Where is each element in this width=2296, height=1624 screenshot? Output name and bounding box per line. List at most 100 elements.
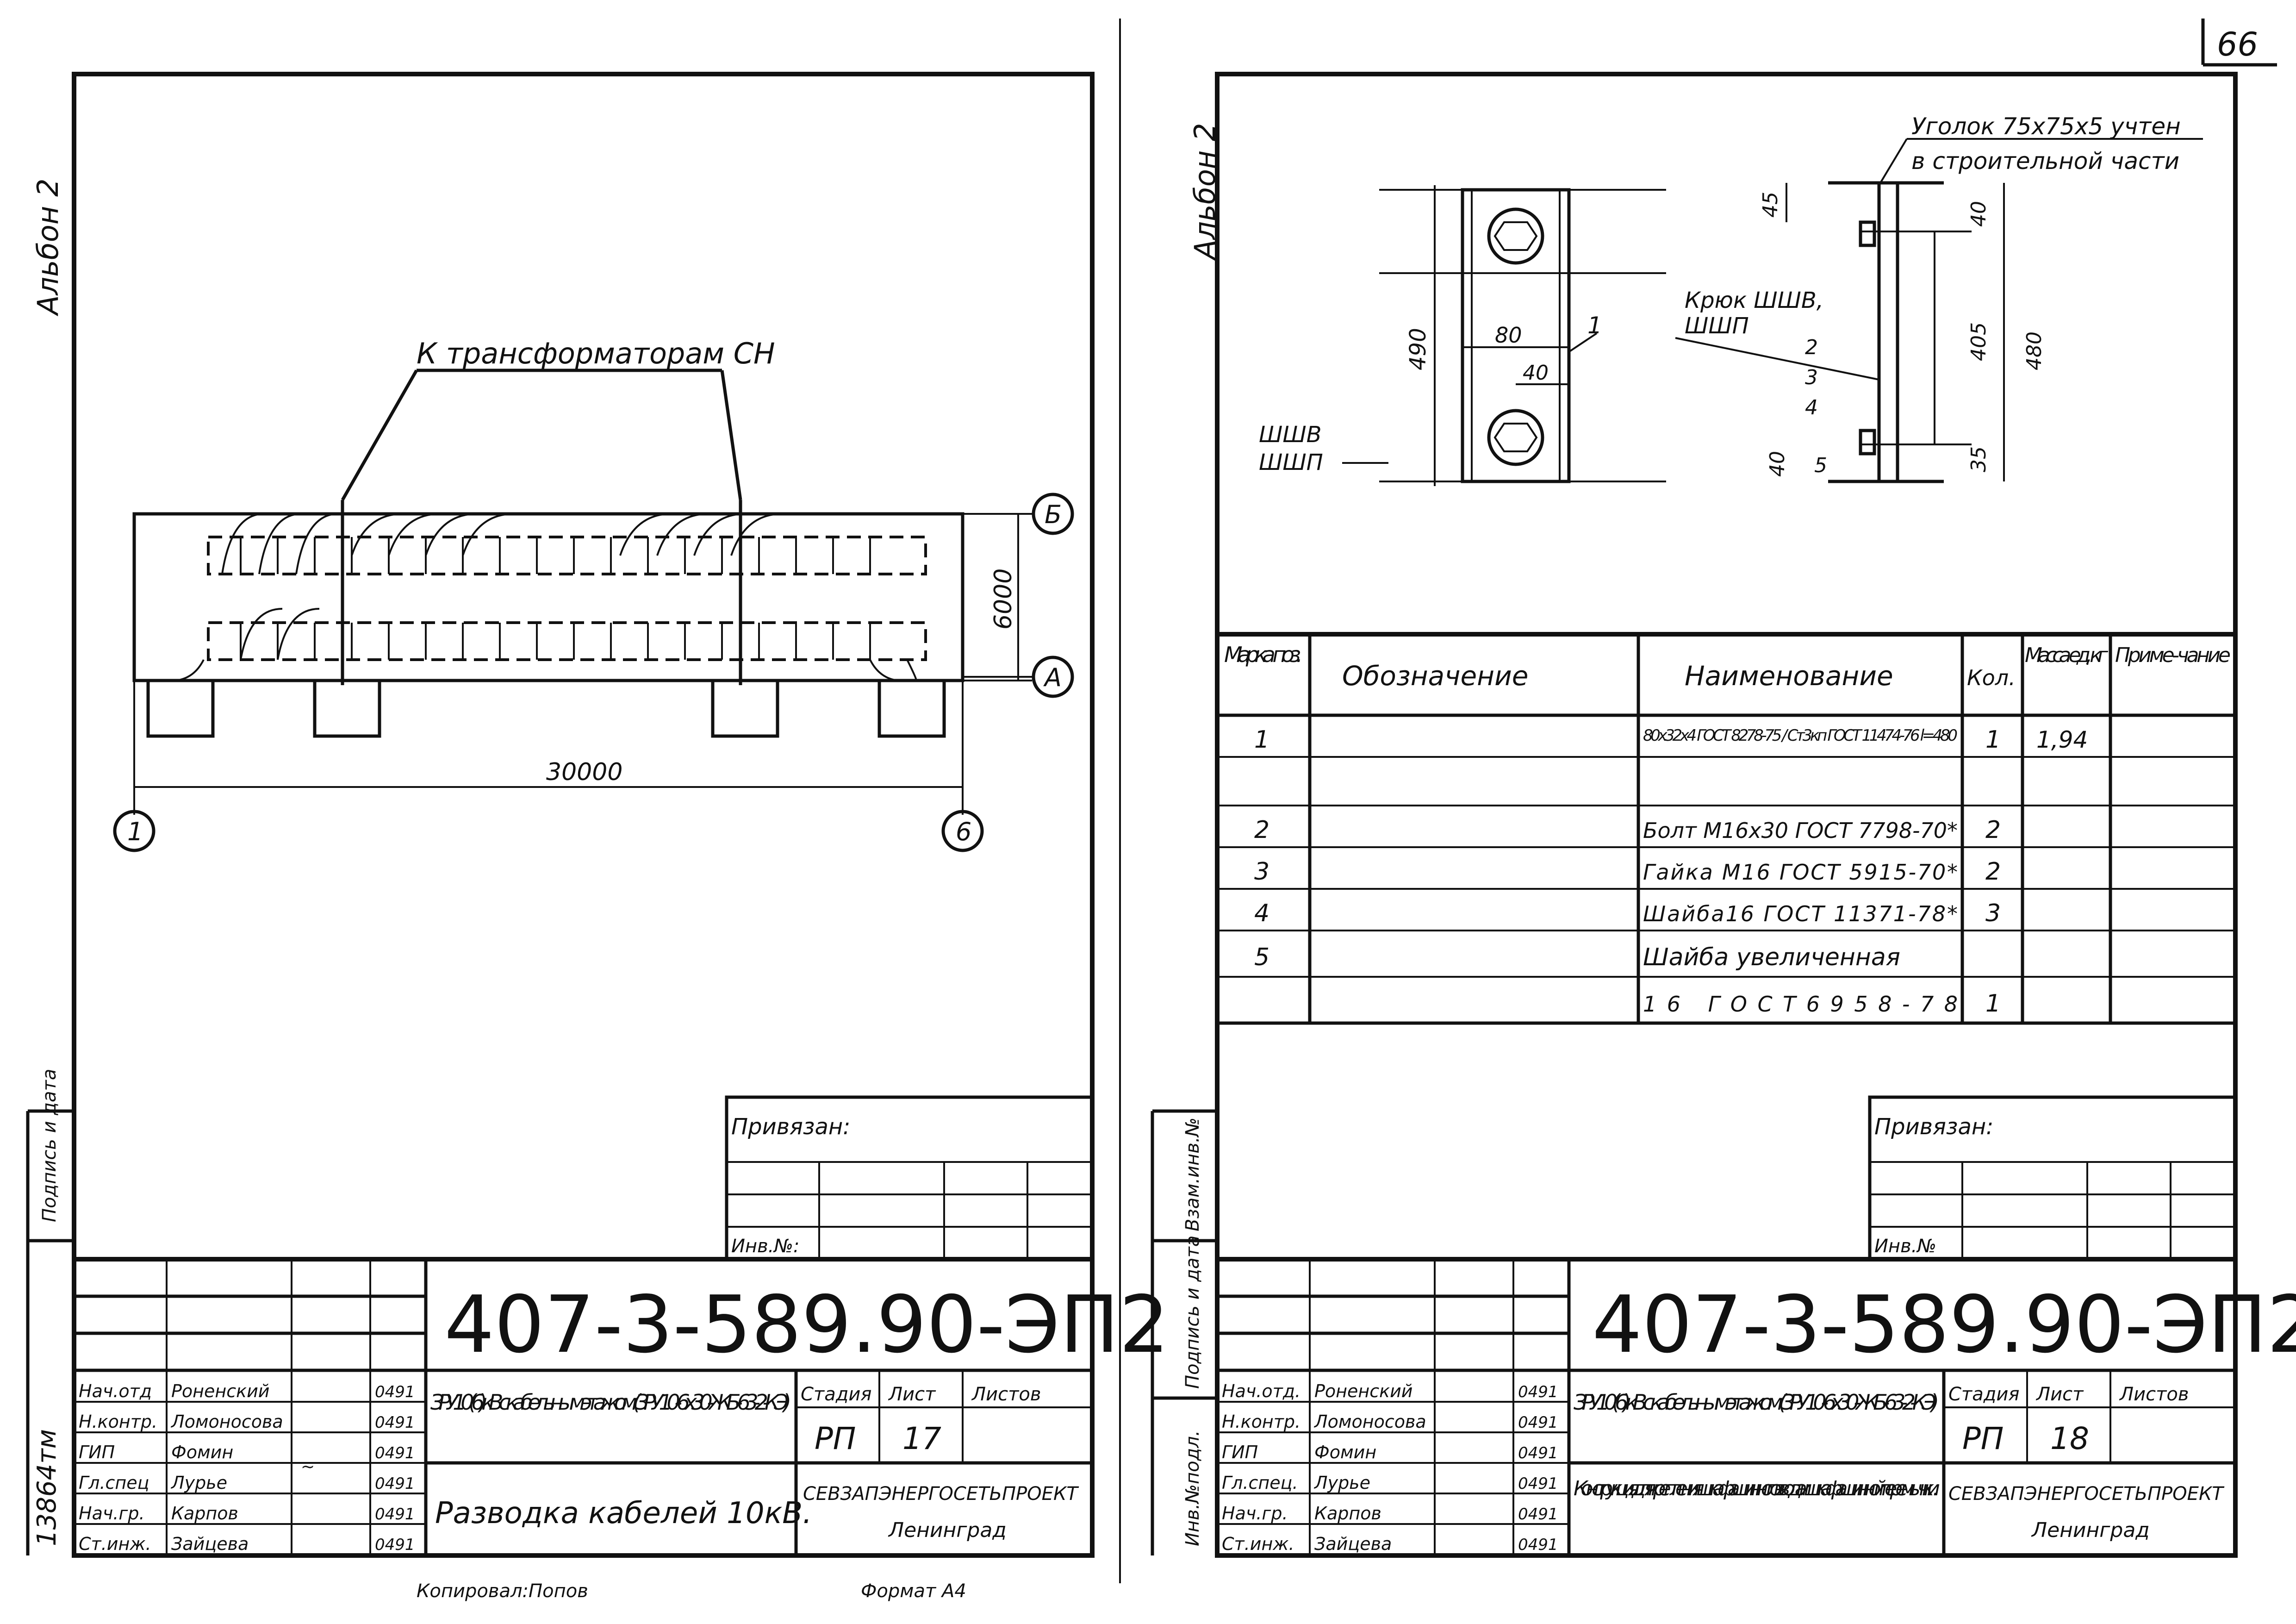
footer-right: Формат А4 [861, 1580, 966, 1602]
detail-side-view: 45 40 405 480 40 35 Уголок 75х75х5 учтен… [1675, 113, 2203, 483]
staff-date: 0491 [375, 1444, 415, 1462]
spec-table: Марка поз. Обозначение Наименование Кол.… [1217, 632, 2235, 1025]
hook-label-1: Крюк ШШВ, [1685, 287, 1823, 313]
bound-label: Привязан: [731, 1114, 850, 1140]
dim-40a: 40 [1523, 361, 1549, 385]
sheet-title: Разводка кабелей 10кВ. [435, 1496, 812, 1530]
staff-date: 0491 [1518, 1474, 1558, 1493]
spec-name: Шайба16 ГОСТ 11371-78* [1643, 901, 1958, 926]
spec-qty: 2 [1985, 816, 2001, 844]
spec-qty: 3 [1985, 899, 2001, 927]
staff-name: Карпов [1314, 1503, 1381, 1524]
spec-qty: 1 [1985, 726, 2001, 754]
org-name: СЕВЗАПЭНЕРГОСЕТЬПРОЕКТ [1948, 1483, 2225, 1505]
spec-name: 16 ГОСТ6958-78 [1643, 992, 1958, 1017]
spec-header: Масса ед, кг [2025, 643, 2109, 667]
sheets-label: Листов [2119, 1384, 2189, 1405]
staff-name: Лурье [170, 1473, 227, 1493]
spec-pos: 5 [1254, 943, 1269, 971]
left-title-block: Привязан: Инв.№: 407-3-589.90-ЭП2 [74, 1095, 1169, 1555]
spec-pos: 3 [1254, 858, 1269, 886]
hook-label-2: ШШП [1685, 313, 1749, 339]
staff-date: 0491 [375, 1505, 415, 1524]
cabinet-row-top [207, 536, 927, 575]
pos-1-label: 1 [1587, 312, 1602, 339]
spec-header: Обозначение [1342, 660, 1528, 692]
angle-note-2: в строительной части [1911, 148, 2179, 175]
detail-front-view: 490 80 40 1 ШШВ ШШП [1259, 185, 1666, 486]
staff-name: Роненский [171, 1381, 269, 1401]
staff-date: 0491 [1518, 1505, 1558, 1524]
dim-40c: 40 [1766, 451, 1789, 477]
inv-number: 13864тм [32, 1429, 62, 1546]
right-side-label-1: Подпись и дата [1182, 1236, 1203, 1389]
sheet-label: Лист [888, 1384, 936, 1405]
dim-405: 405 [1967, 322, 1991, 361]
staff-role: Нач.гр. [79, 1503, 145, 1524]
left-side-label-0: Подпись и дата [39, 1069, 60, 1222]
dim-width: 30000 [546, 758, 622, 786]
shsh-label-1: ШШВ [1259, 422, 1322, 448]
sheet-number: 17 [902, 1421, 941, 1456]
spec-name: Гайка М16 ГОСТ 5915-70* [1643, 860, 1958, 885]
doc-code: 407-3-589.90-ЭП2 [444, 1279, 1169, 1371]
inv-label: Инв.№ [1874, 1236, 1936, 1257]
spec-name: Болт М16х30 ГОСТ 7798-70* [1643, 818, 1958, 843]
cable-loops [175, 513, 917, 681]
sheet-number: 18 [2050, 1421, 2089, 1456]
pos-4-label: 4 [1805, 396, 1818, 419]
org-name: СЕВЗАПЭНЕРГОСЕТЬПРОЕКТ [803, 1483, 1079, 1505]
doc-code: 407-3-589.90-ЭП2 [1592, 1279, 2296, 1371]
album-label-left: Альбон 2 [31, 179, 65, 317]
staff-name: Фомин [171, 1442, 233, 1462]
sheet-title: Конструкция для крепления шкафа шинного … [1574, 1477, 1940, 1500]
signature-mark: ~ [301, 1457, 315, 1476]
project-title: ЗРУ10(6)кВ с кабельным этажом (ЗРУ 10-6х… [430, 1390, 791, 1415]
stage-label: Стадия [801, 1384, 871, 1405]
axis-bubble-6 [941, 810, 984, 852]
staff-name: Карпов [171, 1503, 238, 1524]
bolt-icon [1487, 207, 1544, 265]
axis-label-6: 6 [956, 817, 971, 846]
foundation-4 [877, 679, 946, 738]
staff-role: Ст.инж. [1222, 1534, 1294, 1554]
staff-name: Ломоносова [170, 1412, 283, 1432]
footer-left: Копировал:Попов [417, 1580, 588, 1602]
dim-480: 480 [2022, 331, 2046, 370]
staff-role: Гл.спец. [1222, 1473, 1298, 1493]
dim-45: 45 [1759, 192, 1782, 218]
spec-header: Наименование [1685, 660, 1893, 692]
staff-role: Н.контр. [79, 1412, 157, 1432]
cabinet-row-bottom [207, 621, 927, 661]
spec-header: Марка поз. [1224, 642, 1303, 667]
right-frame [1215, 72, 2238, 1558]
foundation-2 [313, 679, 381, 738]
dim-80: 80 [1495, 323, 1522, 348]
spec-name: 80х32х4 ГОСТ 8278-75 / Ст3кп ГОСТ 11474-… [1643, 726, 1958, 745]
right-title-block: Привязан: Инв.№ 407-3-589.90-ЭП2 [1217, 1095, 2296, 1555]
axis-bubble-1 [113, 810, 156, 852]
right-side-label-0: Взам.инв.№ [1182, 1118, 1203, 1231]
callout-leader-right [720, 370, 742, 500]
staff-name: Фомин [1314, 1442, 1376, 1462]
spec-name: Шайба увеличенная [1643, 943, 1900, 971]
bound-label: Привязан: [1874, 1114, 1993, 1140]
staff-date: 0491 [1518, 1536, 1558, 1554]
staff-role: ГИП [79, 1442, 115, 1462]
staff-role: ГИП [1222, 1442, 1258, 1462]
sheet-label: Лист [2035, 1384, 2084, 1405]
pos-5-label: 5 [1814, 454, 1827, 477]
left-frame [72, 72, 1095, 1558]
spec-mass: 1,94 [2036, 726, 2088, 753]
spec-header: Кол. [1967, 665, 2016, 690]
org-city: Ленинград [888, 1518, 1007, 1542]
angle-note-1: Уголок 75х75х5 учтен [1911, 113, 2181, 140]
project-title: ЗРУ10(6)кВ с кабельным этажом (ЗРУ 10-6х… [1574, 1390, 1939, 1415]
axis-label-B: Б [1045, 500, 1062, 529]
axis-label-1: 1 [127, 817, 143, 846]
dim-35: 35 [1967, 446, 1991, 472]
staff-role: Нач.отд. [1222, 1381, 1300, 1401]
foundation-1 [146, 679, 215, 738]
dim-height: 6000 [989, 568, 1017, 630]
spec-pos: 1 [1254, 726, 1269, 754]
